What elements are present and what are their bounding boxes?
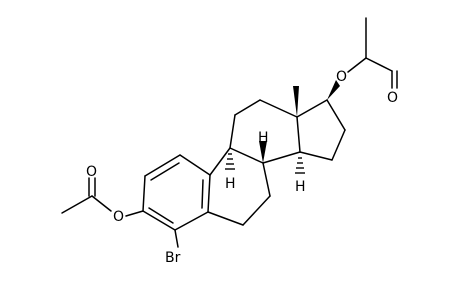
ring-c bbox=[229, 99, 301, 164]
acetate-17 bbox=[347, 17, 398, 89]
o17-carbonyl-label: O bbox=[387, 90, 398, 106]
bromine-label: Br bbox=[165, 250, 181, 266]
h14-label: H bbox=[295, 179, 306, 195]
c4-br-bond bbox=[174, 229, 179, 248]
ring-b bbox=[207, 147, 271, 226]
h8-label: H bbox=[258, 130, 269, 146]
ring-a bbox=[142, 154, 211, 231]
h9-label: H bbox=[225, 176, 236, 192]
o3-label: O bbox=[113, 209, 124, 225]
o17-label: O bbox=[336, 69, 347, 85]
stereo-bonds bbox=[225, 80, 340, 174]
ring-d bbox=[296, 99, 346, 161]
o3-carbonyl-label: O bbox=[86, 164, 97, 180]
acetate-3 bbox=[61, 177, 144, 217]
